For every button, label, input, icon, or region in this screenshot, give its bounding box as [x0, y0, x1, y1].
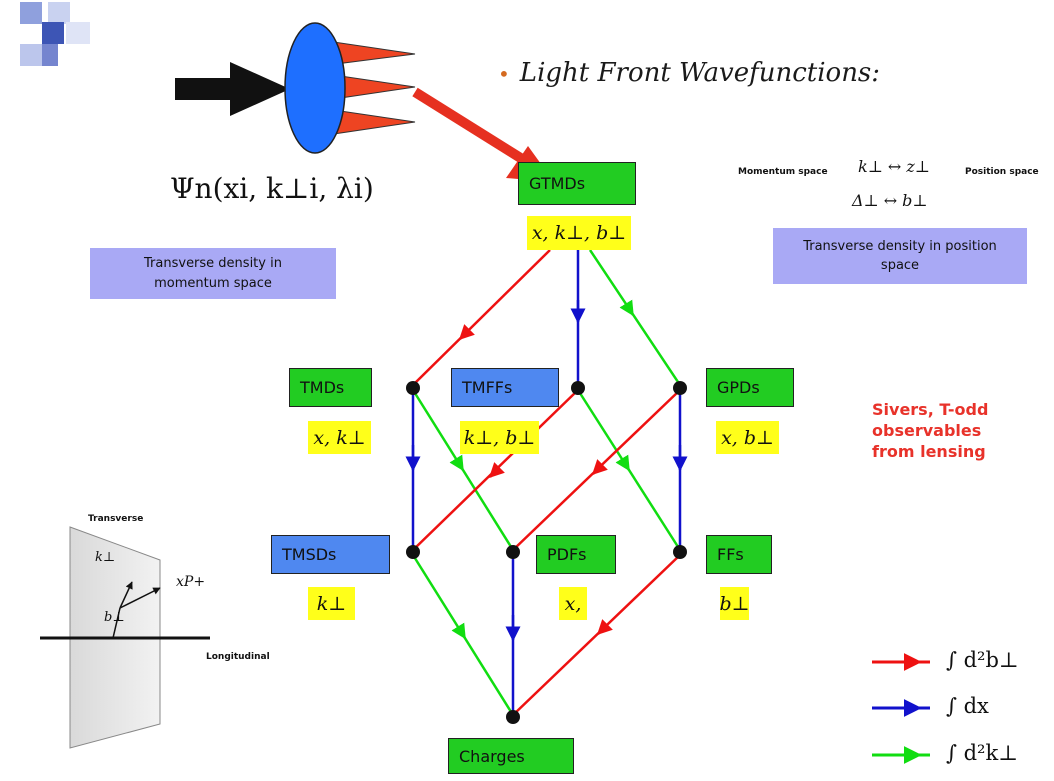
title-text: Light Front Wavefunctions:	[519, 58, 881, 88]
position-density-note: Transverse density in position space	[773, 228, 1027, 284]
title-bullet: •	[498, 62, 510, 86]
ffs-box: FFs	[706, 535, 772, 574]
hadron-graphic	[175, 22, 416, 154]
gpds-vars: x, b⊥	[716, 421, 779, 454]
position-space-label: Position space	[965, 167, 1039, 177]
longitudinal-label: Longitudinal	[206, 652, 270, 662]
fourier-pair-2: Δ⊥ ↔ b⊥	[852, 191, 928, 210]
pdfs-vars: x,	[559, 587, 587, 620]
corner-decoration	[0, 0, 90, 70]
b-perp-label: b⊥	[104, 610, 125, 625]
tmffs-box: TMFFs	[451, 368, 559, 407]
gtmds-vars: x, k⊥, b⊥	[527, 216, 631, 250]
legend-label-green: ∫ d²k⊥	[946, 741, 1018, 765]
tmsds-vars: k⊥	[308, 587, 355, 620]
xp-plus-label: xP+	[176, 574, 206, 590]
momentum-space-label: Momentum space	[738, 167, 828, 177]
gtmds-box: GTMDs	[518, 162, 636, 205]
slide-title: • Light Front Wavefunctions:	[498, 58, 880, 88]
charges-box: Charges	[448, 738, 574, 774]
ffs-vars: b⊥	[719, 587, 750, 620]
tmffs-vars: k⊥, b⊥	[460, 421, 539, 454]
tmsds-box: TMSDs	[271, 535, 390, 574]
legend-label-red: ∫ d²b⊥	[946, 648, 1019, 672]
tmds-box: TMDs	[289, 368, 372, 407]
k-perp-label: k⊥	[95, 550, 116, 565]
sivers-note: Sivers, T-odd observables from lensing	[872, 400, 989, 461]
wavefunction-formula: Ψn(xi, k⊥i, λi)	[170, 172, 374, 205]
legend-label-blue: ∫ dx	[946, 694, 989, 718]
tmds-vars: x, k⊥	[308, 421, 371, 454]
gpds-box: GPDs	[706, 368, 794, 407]
fourier-pair-1: k⊥ ↔ z⊥	[858, 157, 930, 176]
frame-sketch	[40, 526, 210, 749]
pdfs-box: PDFs	[536, 535, 616, 574]
transverse-label: Transverse	[88, 514, 144, 524]
momentum-density-note: Transverse density in momentum space	[90, 248, 336, 299]
